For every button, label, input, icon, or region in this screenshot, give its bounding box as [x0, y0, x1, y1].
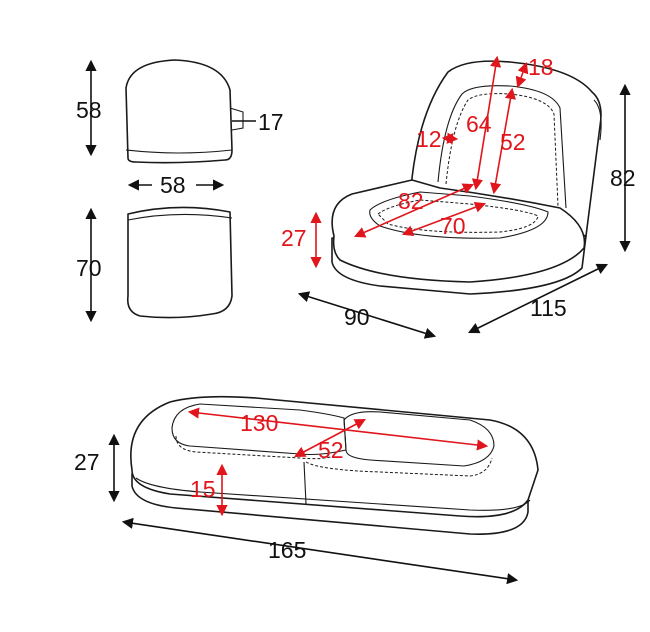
bed-perspective-view: [130, 395, 539, 535]
dim-chair-depth-line: [297, 291, 437, 339]
seat-top-view: [126, 206, 233, 319]
backrest-front-view: [125, 59, 244, 164]
dim-back-pad-inner-line: [490, 87, 516, 195]
dim-seat-pad-inner-label: 70: [440, 213, 466, 239]
dim-back-pad-edge-line: [441, 132, 459, 145]
dim-back-pad-top-line: [515, 61, 529, 89]
dim-bed-pad-length-label: 130: [240, 410, 278, 436]
dim-chair-depth-label: 90: [344, 304, 370, 330]
dim-chair-width-label: 115: [530, 295, 567, 321]
dim-bed-length-label: 165: [268, 537, 306, 563]
dim-bed-pad-width-label: 52: [318, 437, 344, 463]
dim-bed-pad-width-line: [294, 418, 366, 458]
dim-backrest-thickness-label: 17: [258, 109, 284, 135]
dim-seat-pad-width-label: 82: [398, 188, 424, 214]
dim-back-pad-inner-label: 52: [500, 129, 526, 155]
dim-back-pad-height-line: [471, 55, 502, 191]
dim-back-pad-edge-label: 12: [416, 126, 442, 152]
dim-bed-length-line: [121, 517, 519, 585]
dim-chair-height-label: 82: [610, 165, 636, 191]
dim-back-pad-height-label: 64: [466, 111, 492, 137]
dim-seat-pad-inner-line: [401, 201, 487, 237]
dim-backrest-height-label: 58: [76, 97, 102, 123]
chair-perspective-view: [331, 60, 602, 295]
dim-bed-pad-thickness-label: 15: [190, 476, 216, 502]
dim-back-pad-top-label: 18: [528, 54, 554, 80]
dim-seat-depth-label: 70: [76, 255, 102, 281]
dim-bed-height-label: 27: [74, 449, 100, 475]
dim-backrest-width-label: 58: [160, 172, 186, 198]
dim-seat-height-label: 27: [281, 225, 307, 251]
dim-chair-width-line: [467, 263, 609, 334]
